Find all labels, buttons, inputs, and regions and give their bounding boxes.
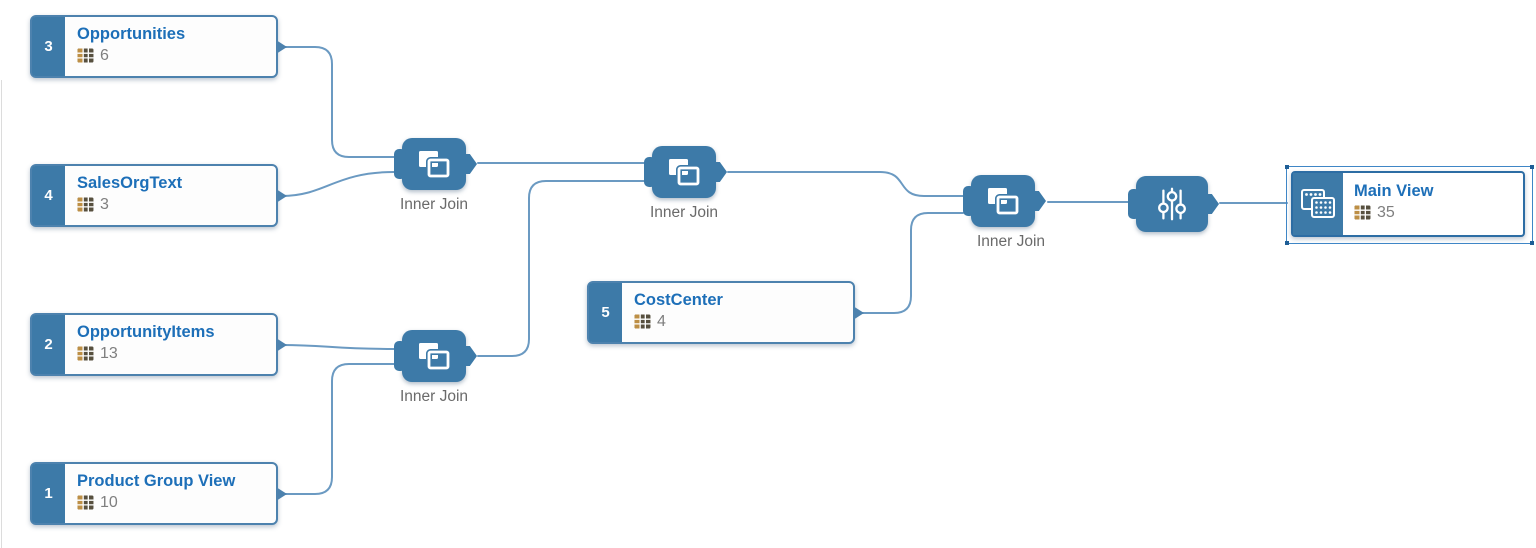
table-node-costcenter[interactable]: 5 CostCenter 4: [587, 281, 864, 344]
node-title: SalesOrgText: [77, 174, 183, 192]
join-node-2[interactable]: [394, 330, 477, 382]
edge-join3-to-join4[interactable]: [727, 171, 964, 197]
join-icon: [988, 188, 1020, 216]
join-label: Inner Join: [649, 204, 719, 221]
order-badge: 4: [32, 166, 65, 225]
input-port[interactable]: [644, 157, 656, 187]
output-port[interactable]: [276, 39, 287, 54]
join-label: Inner Join: [976, 233, 1046, 250]
edge-salesorgtext-to-join1[interactable]: [281, 171, 395, 197]
column-count: 4: [657, 313, 666, 330]
node-title: Opportunities: [77, 25, 186, 43]
table-node-salesorgtext[interactable]: 4 SalesOrgText 3: [30, 164, 287, 227]
join-icon: [419, 343, 451, 371]
node-title: Main View: [1354, 182, 1434, 200]
table-icon: [1354, 205, 1371, 220]
join-label: Inner Join: [399, 388, 469, 405]
node-body: Main View 35: [1343, 173, 1443, 235]
node-body: Product Group View 10: [65, 464, 247, 523]
view-icon: [1301, 189, 1335, 218]
order-badge: 1: [32, 464, 65, 523]
table-icon: [77, 197, 94, 212]
node-body: CostCenter 4: [622, 283, 735, 342]
column-count: 10: [100, 494, 118, 511]
table-node-opportunities[interactable]: 3 Opportunities 6: [30, 15, 287, 78]
output-port[interactable]: [276, 337, 287, 352]
column-count: 3: [100, 196, 109, 213]
input-port[interactable]: [1128, 189, 1140, 219]
edge-opportunityitems-to-join2[interactable]: [281, 344, 395, 350]
order-badge: 3: [32, 17, 65, 76]
table-node-opportunityitems[interactable]: 2 OpportunityItems 13: [30, 313, 287, 376]
join-node-4[interactable]: [963, 175, 1046, 227]
join-label: Inner Join: [399, 196, 469, 213]
column-count: 13: [100, 345, 118, 362]
canvas-edge-line: [1, 80, 2, 548]
view-icon-section: [1293, 173, 1343, 235]
order-badge: 5: [589, 283, 622, 342]
table-icon: [634, 314, 651, 329]
join-node-3[interactable]: [644, 146, 727, 198]
output-port[interactable]: [276, 188, 287, 203]
join-node-1[interactable]: [394, 138, 477, 190]
edge-productgroupview-to-join2[interactable]: [281, 363, 395, 495]
table-node-product-group-view[interactable]: 1 Product Group View 10: [30, 462, 287, 525]
column-count: 35: [1377, 204, 1395, 221]
join-icon: [669, 159, 701, 187]
node-title: CostCenter: [634, 291, 723, 309]
input-port[interactable]: [963, 186, 975, 216]
input-port[interactable]: [394, 341, 406, 371]
node-body: OpportunityItems 13: [65, 315, 227, 374]
edge-costcenter-to-join4[interactable]: [857, 212, 964, 314]
table-icon: [77, 346, 94, 361]
node-title: OpportunityItems: [77, 323, 215, 341]
edge-join2-to-join3[interactable]: [477, 180, 645, 357]
join-icon: [419, 151, 451, 179]
projection-node[interactable]: [1128, 176, 1219, 232]
table-icon: [77, 495, 94, 510]
sliders-icon: [1158, 187, 1186, 221]
node-body: SalesOrgText 3: [65, 166, 194, 225]
table-icon: [77, 48, 94, 63]
output-port[interactable]: [276, 486, 287, 501]
order-badge: 2: [32, 315, 65, 374]
output-node-main-view[interactable]: Main View 35: [1291, 171, 1525, 237]
input-port[interactable]: [394, 149, 406, 179]
node-body: Opportunities 6: [65, 17, 197, 76]
node-title: Product Group View: [77, 472, 236, 490]
column-count: 6: [100, 47, 109, 64]
edge-opportunities-to-join1[interactable]: [281, 46, 395, 158]
output-port[interactable]: [853, 305, 864, 320]
